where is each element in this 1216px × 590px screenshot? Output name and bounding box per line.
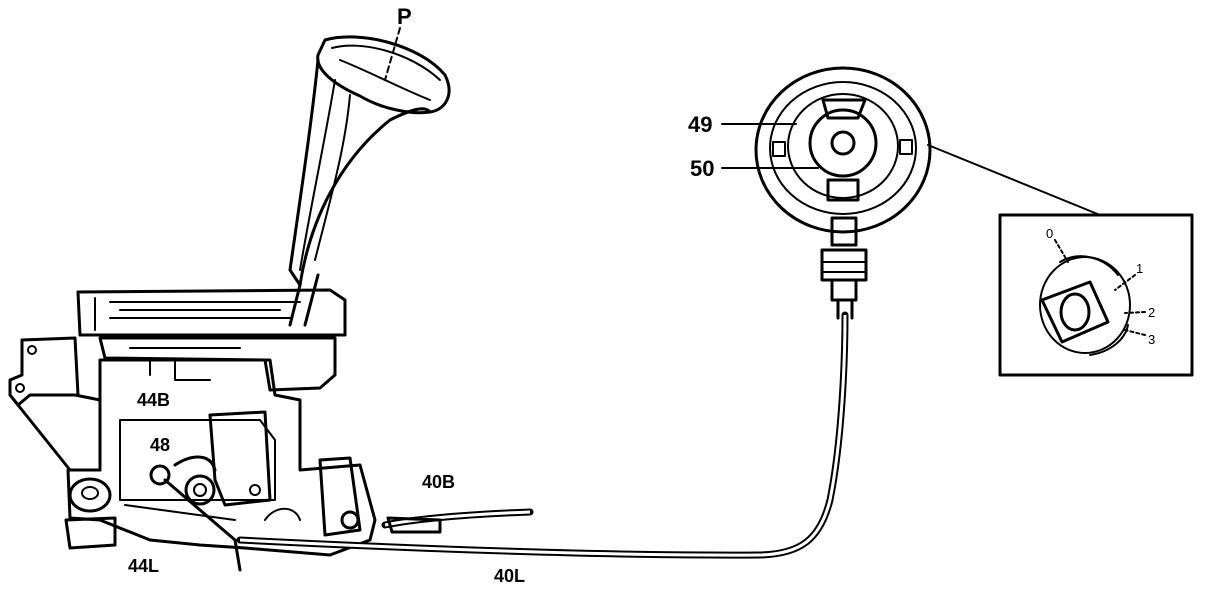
shift-lever <box>288 27 451 327</box>
position-dial <box>721 66 1101 320</box>
label-bracket-upper: 44B <box>137 390 170 410</box>
inset-position-2: 2 <box>1148 305 1155 320</box>
label-lever: P <box>397 4 412 29</box>
cable-40l <box>236 311 849 559</box>
label-cable-lower: 40L <box>494 566 525 586</box>
shifter-housing <box>8 288 377 572</box>
label-dial-inner: 50 <box>690 156 714 181</box>
inset-position-1: 1 <box>1136 261 1143 276</box>
inset-detail <box>998 213 1194 377</box>
inset-position-0: 0 <box>1046 226 1053 241</box>
inset-position-3: 3 <box>1148 332 1155 347</box>
label-pivot: 48 <box>150 435 170 455</box>
cable-40b <box>381 508 534 534</box>
label-bracket-lower: 44L <box>128 556 159 576</box>
label-dial-outer: 49 <box>688 112 712 137</box>
label-cable-upper: 40B <box>422 472 455 492</box>
